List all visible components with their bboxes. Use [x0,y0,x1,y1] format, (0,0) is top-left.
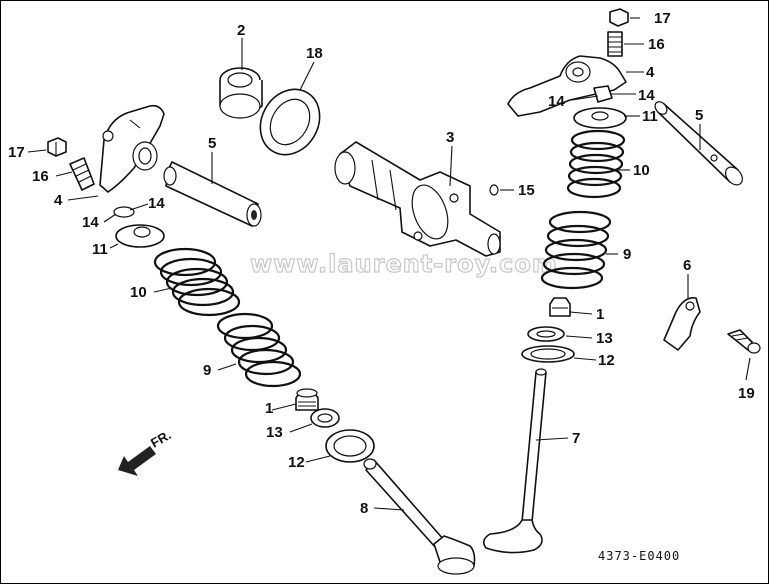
callout-18: 18 [306,45,323,62]
callout-6: 6 [683,257,691,274]
left-inner-spring [216,312,302,388]
left-adjusting-screw [69,157,95,191]
callout-12-left: 12 [288,454,305,471]
right-adjusting-screw [607,31,623,57]
callout-11-right: 11 [642,108,658,125]
exhaust-valve [363,458,476,575]
callout-4-right: 4 [646,64,655,81]
callout-14-right-a: 14 [548,93,565,110]
right-rocker-shaft [654,101,743,186]
right-inner-spring [540,210,612,290]
left-stem-seal [295,388,319,411]
callout-17-right: 17 [654,10,671,27]
front-direction-label: FR. [148,427,174,450]
oil-seal [259,88,321,156]
callout-13-left: 13 [266,424,283,441]
callout-11-left: 11 [92,241,108,258]
callout-12-right: 12 [598,352,615,369]
callout-2: 2 [237,22,245,39]
callout-10-left: 10 [130,284,147,301]
callout-16-right: 16 [648,36,665,53]
watermark: www.laurent-roy.com [250,250,558,278]
left-outer-spring [153,247,241,317]
callout-17-left: 17 [8,144,25,161]
cam-chain-guide-plate [663,296,701,351]
front-direction-arrow: FR. [118,427,174,476]
right-rocker-arm [507,55,627,117]
callout-5-left: 5 [208,135,216,152]
intake-valve [482,368,547,554]
left-rocker-shaft [163,161,262,227]
callout-15: 15 [518,182,535,199]
callout-3: 3 [446,129,454,146]
callouts: 1 1 2 3 4 4 5 5 6 7 8 9 9 10 10 11 11 12… [8,10,755,517]
left-rocker-arm [99,104,165,193]
right-spring-retainer [573,107,627,129]
callout-8: 8 [360,500,368,517]
callout-14-left-a: 14 [82,214,99,231]
right-outer-spring [566,129,626,199]
left-lock-nut [47,137,67,157]
callout-13-right: 13 [596,330,613,347]
callout-7: 7 [572,430,580,447]
callout-14-right-b: 14 [638,87,655,104]
leader-lines [27,17,751,511]
right-collar [593,85,613,103]
left-washer-13 [310,408,340,428]
callout-16-left: 16 [32,168,49,185]
dowel-pin [489,184,499,196]
callout-19: 19 [738,385,755,402]
camshaft [334,141,501,257]
callout-14-left-b: 14 [148,195,165,212]
camshaft-bearing [219,67,263,119]
callout-10-right: 10 [633,162,650,179]
callout-9-right: 9 [623,246,631,263]
left-collar [113,206,135,218]
right-stem-seal [549,297,571,317]
drawing-code: 4373-E0400 [598,549,680,563]
right-washer-12 [521,345,575,363]
right-lock-nut [609,8,629,27]
callout-1-right: 1 [596,306,604,323]
callout-1-left: 1 [265,400,273,417]
callout-5-right: 5 [695,107,703,124]
left-spring-retainer [115,224,165,248]
callout-9-left: 9 [203,362,211,379]
callout-4-left: 4 [54,192,63,209]
left-washer-12 [325,429,375,463]
bolt [727,329,761,354]
right-washer-13 [527,326,565,342]
